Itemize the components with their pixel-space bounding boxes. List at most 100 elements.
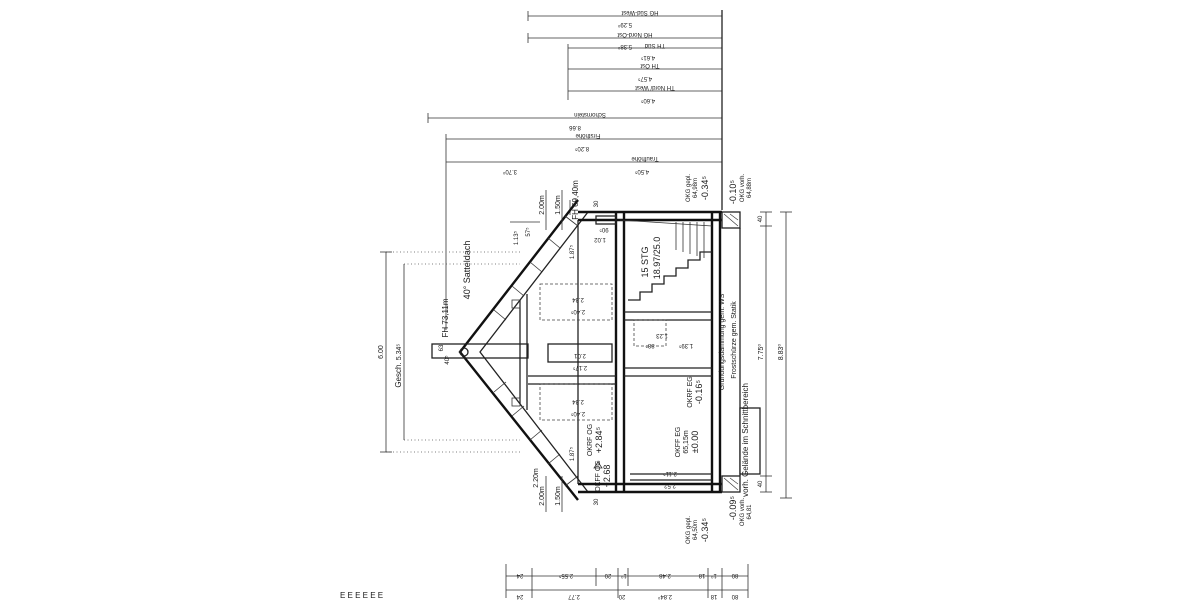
bottom-r1-2: 20 [604, 572, 611, 578]
th-sued-value: 4.61⁵ [640, 54, 655, 61]
dim-102: 1.02 [594, 236, 606, 242]
top-height-dimensions: HG Süd-West 5.29⁰ HG Nord-Ost 5.38⁰ TH S… [427, 9, 723, 330]
bottom-r1-6: 1⁰ [711, 572, 717, 579]
stairs-ratio: 18.97/25.0 [652, 237, 662, 280]
bottom-dimensions: 24 2.55⁵ 20 1⁰ 2.48 18 1⁰ 80 24 2.77 20 … [505, 564, 749, 600]
okff-eg-nn: 65,15m [683, 430, 690, 454]
okff-og-value: +2.68 [602, 465, 612, 488]
bottom-r1-1: 2.55⁵ [558, 572, 573, 579]
schornstein-label: Schornstein [574, 111, 606, 117]
dim-220: 2.20m [533, 468, 540, 488]
right-dimensions: 40 7.75⁰ 40 8.83⁰ vorh. Gelände im Schni… [741, 211, 792, 499]
dim-30-bottom: 30 [594, 498, 600, 505]
bottom-r1-4: 2.48 [659, 572, 671, 578]
dim-150-top: 1.50m [555, 195, 562, 215]
firsthoehe-value: 8.20⁵ [574, 145, 589, 152]
dim-240-bot: 2.40⁵ [570, 410, 585, 417]
okg-bot-vorh-label: OKG vorh. [740, 497, 746, 526]
gesch-value: 5.34⁵ [396, 344, 403, 361]
okff-eg-label: OKFF EG [675, 427, 682, 458]
frostschuerze-label: Frostschürze gem. Statik [731, 301, 738, 379]
okrf-og-label: OKRF OG [587, 424, 594, 456]
roof-left-value: 3.70⁰ [502, 168, 517, 175]
right-d883: 8.83⁰ [777, 344, 785, 361]
okrf-og-value: +2.84⁵ [594, 426, 604, 453]
bottom-r2-1: 2.77 [568, 593, 580, 599]
firsthoehe-label: Firsthöhe [575, 132, 601, 138]
dim-57: 57⁵ [525, 227, 532, 237]
dim-63: 63 [439, 344, 445, 351]
dach-label: 40° Satteldach [462, 241, 472, 300]
traufhoehe-value: 4.50⁵ [634, 168, 649, 175]
bottom-r2-2: 20 [618, 593, 625, 599]
level-markers: OKRF OG +2.84⁵ OKFF OG +2.68 OKRF EG -0.… [587, 173, 753, 544]
traufhoehe-label: Traufhöhe [631, 155, 659, 161]
right-d775: 7.75⁰ [757, 344, 765, 361]
dim-240-top: 2.40⁵ [570, 308, 585, 315]
hg-nord-ost-value: 5.38⁰ [617, 43, 632, 50]
dim-88: 88⁵ [645, 342, 655, 349]
okff-og-label: OKFF OG [595, 460, 602, 492]
okrf-eg-label: OKRF EG [687, 376, 694, 408]
hg-sued-west-value: 5.29⁰ [617, 21, 632, 28]
dim-252: 2.52 [664, 482, 676, 488]
left-dimensions: 6.00 Gesch. 5.34⁵ [378, 251, 520, 453]
gelaende-label: vorh. Gelände im Schnittbereich [741, 383, 750, 497]
schornstein-value: 8.66 [569, 124, 581, 130]
fh-right-label: FH 69,40m [571, 180, 580, 220]
bottom-r1-5: 18 [698, 572, 705, 578]
dim-30-top: 30 [594, 200, 600, 207]
okg-bot-gepl-nn: 64,50m [693, 520, 699, 540]
left-total-dim: 6.00 [378, 345, 385, 359]
dim-139: 1.39⁵ [678, 342, 693, 349]
th-ost-value: 4.57⁵ [637, 75, 652, 82]
bottom-r2-0: 24 [516, 593, 523, 599]
okg-top-gepl-label: OKG gepl. [686, 174, 692, 202]
dim-40: 40⁵ [444, 355, 451, 365]
bottom-r2-3: 2.84⁰ [657, 593, 672, 600]
gruendung-label: Gründungsdämmung gem. WS [719, 293, 726, 390]
hg-nord-ost-label: HG Nord-Ost [617, 31, 652, 37]
fh-main-label: FH 73,11m [441, 298, 450, 337]
dim-200-bottom: 2.00m [539, 486, 546, 506]
okg-bot-vorh-value: -0.09⁵ [728, 496, 738, 521]
th-nord-west-value: 4.60⁵ [640, 97, 655, 104]
right-d40-bot: 40 [758, 480, 764, 487]
right-d40-top: 40 [758, 215, 764, 222]
dim-187-top: 1.87⁵ [569, 244, 576, 259]
dim-150-bottom: 1.50m [555, 486, 562, 506]
dim-217: 2.17⁵ [572, 364, 587, 371]
okff-eg-value: ±0.00 [690, 431, 700, 453]
bottom-r2-4: 18 [710, 593, 717, 599]
dim-113: 1.13⁵ [513, 230, 520, 245]
okrf-eg-value: -0.16⁵ [694, 380, 704, 405]
th-sued-label: TH Süd [645, 42, 665, 48]
okg-top-gepl-value: -0.34⁵ [700, 176, 710, 201]
dim-200-top: 2.00m [539, 195, 546, 215]
dim-211: 2.11⁵ [663, 470, 677, 477]
dim-123: 1.23 [656, 332, 668, 338]
bottom-r1-3: 1⁰ [621, 572, 627, 579]
bottom-r1-0: 24 [516, 572, 523, 578]
building-body: 15 STG 18.97/25.0 1.02 90⁵ 1.87⁵ 2.34 2.… [528, 210, 761, 494]
okg-bot-vorh-nn: 64,81 [747, 504, 753, 520]
gesch-label: Gesch. [394, 362, 403, 387]
hg-sued-west-label: HG Süd-West [621, 9, 658, 15]
dim-234-top: 2.34 [572, 296, 584, 302]
bottom-r2-5: 80 [731, 593, 738, 599]
okg-top-vorh-nn: 64,88m [747, 178, 753, 198]
th-ost-label: TH Ost [640, 62, 659, 68]
okg-top-vorh-value: -0.10⁵ [728, 180, 738, 205]
okg-top-gepl-nn: 64,98m [693, 178, 699, 198]
okg-bot-gepl-value: -0.34⁵ [700, 518, 710, 543]
okg-top-vorh-label: OKG vorh. [740, 173, 746, 202]
dim-201: 2.01 [574, 352, 586, 358]
dim-187-bot: 1.87⁵ [569, 446, 576, 461]
corner-marks: E E E E E E [340, 591, 383, 600]
bottom-r1-7: 80 [731, 572, 738, 578]
th-nord-west-label: TH Nord/ West [635, 84, 675, 90]
roof-structure: 40° Satteldach FH 73,11m FH 69,40m 63 40… [431, 180, 600, 512]
stairs-count: 15 STG [640, 246, 650, 277]
dim-90: 90⁵ [599, 226, 609, 233]
